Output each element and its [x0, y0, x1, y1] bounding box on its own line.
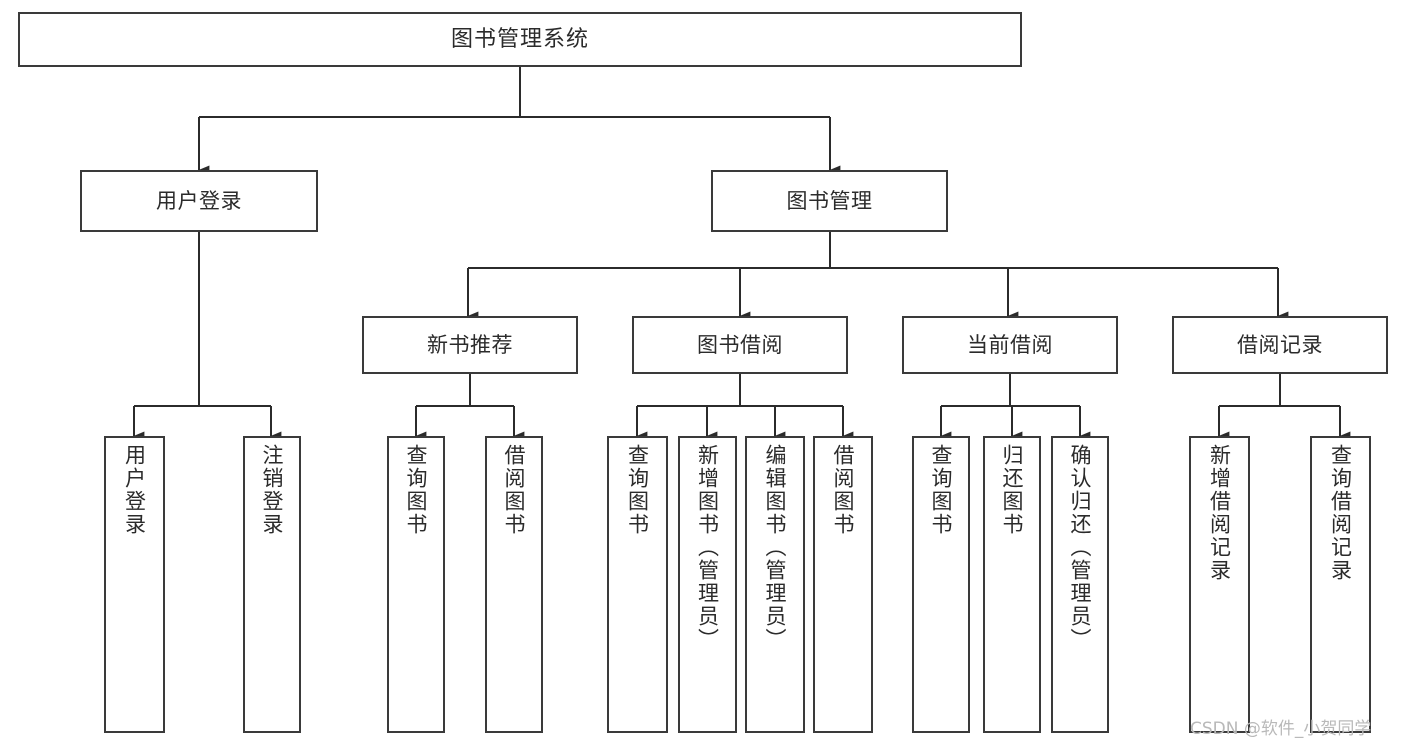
node-label: 归还图书: [1000, 444, 1025, 536]
level3-node: 借阅记录: [1172, 316, 1388, 374]
leaf-node: 用户登录: [104, 436, 165, 733]
leaf-node: 新增借阅记录: [1189, 436, 1250, 733]
node-label: 用户登录: [122, 444, 147, 536]
leaf-node: 借阅图书: [813, 436, 873, 733]
leaf-node: 查询图书: [387, 436, 445, 733]
level2-node: 图书管理: [711, 170, 948, 232]
node-label: 当前借阅: [967, 332, 1053, 357]
leaf-node: 查询借阅记录: [1310, 436, 1371, 733]
node-label: 查询图书: [625, 444, 650, 536]
node-label: 借阅图书: [831, 444, 856, 536]
node-label: 查询图书: [404, 444, 429, 536]
leaf-node: 归还图书: [983, 436, 1041, 733]
node-label: 注销登录: [260, 444, 285, 536]
node-label: 查询图书: [929, 444, 954, 536]
leaf-node: 查询图书: [607, 436, 668, 733]
node-label: 图书管理系统: [450, 26, 589, 52]
root-node: 图书管理系统: [18, 12, 1022, 67]
leaf-node: 借阅图书: [485, 436, 543, 733]
node-label: 新增借阅记录: [1207, 444, 1232, 582]
leaf-node: 查询图书: [912, 436, 970, 733]
node-label: 确认归还（管理员）: [1068, 444, 1093, 651]
connector-lines: [132, 67, 1351, 441]
level2-node: 用户登录: [80, 170, 318, 232]
node-label: 借阅图书: [502, 444, 527, 536]
node-label: 图书管理: [786, 188, 873, 213]
node-label: 借阅记录: [1237, 332, 1323, 357]
node-label: 用户登录: [156, 188, 242, 213]
node-label: 新增图书（管理员）: [695, 444, 720, 651]
leaf-node: 编辑图书（管理员）: [745, 436, 805, 733]
node-label: 查询借阅记录: [1328, 444, 1353, 582]
level3-node: 当前借阅: [902, 316, 1118, 374]
node-label: 图书借阅: [697, 332, 783, 357]
leaf-node: 新增图书（管理员）: [678, 436, 737, 733]
leaf-node: 确认归还（管理员）: [1051, 436, 1109, 733]
node-label: 编辑图书（管理员）: [763, 444, 788, 651]
node-label: 新书推荐: [427, 332, 513, 357]
leaf-node: 注销登录: [243, 436, 301, 733]
level3-node: 新书推荐: [362, 316, 578, 374]
level3-node: 图书借阅: [632, 316, 848, 374]
